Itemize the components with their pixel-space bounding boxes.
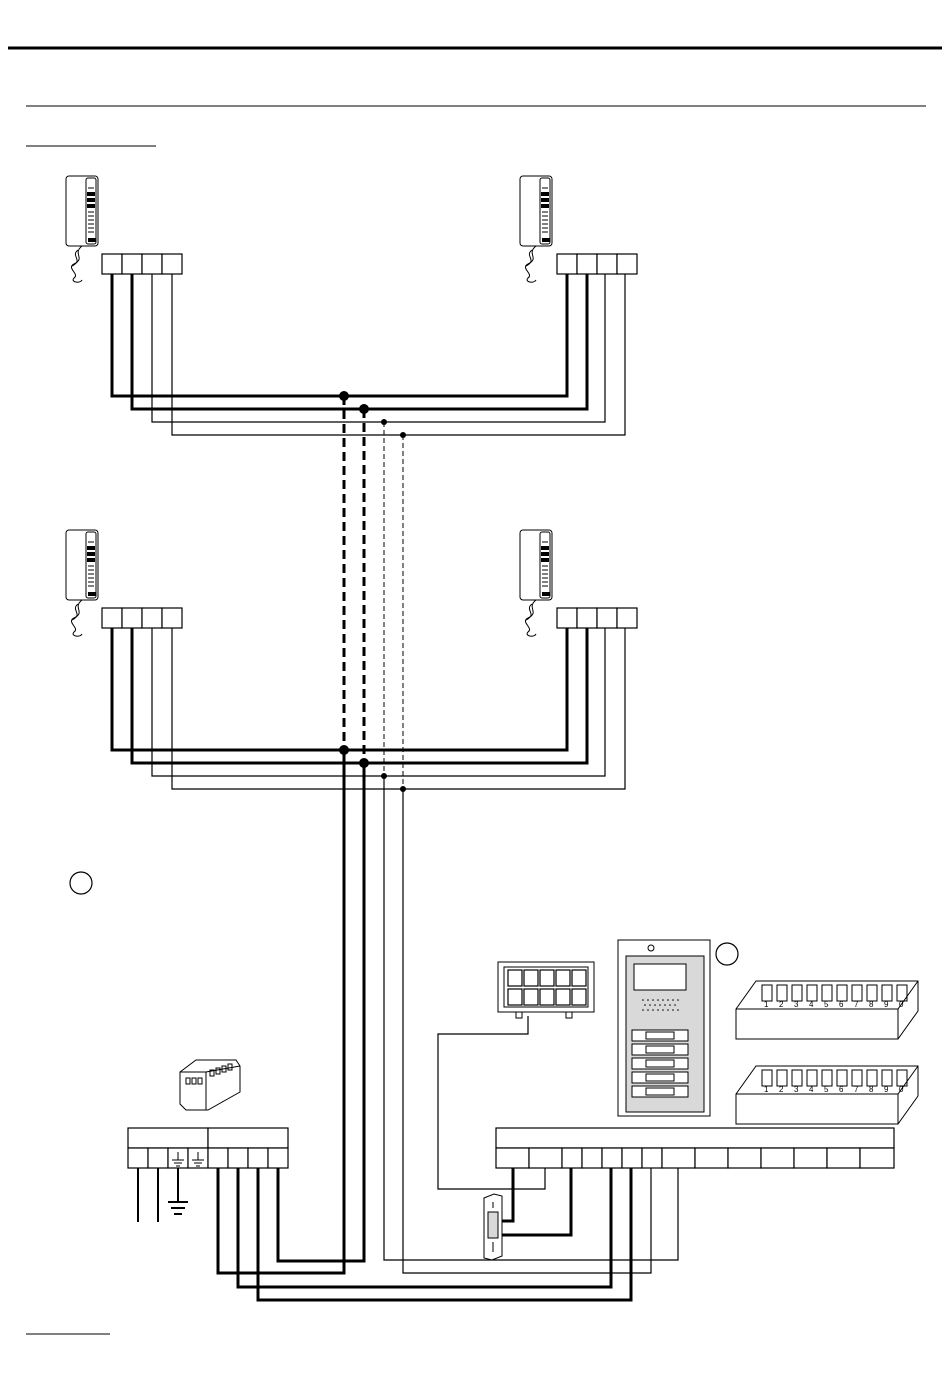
svg-text:9: 9 bbox=[884, 1000, 889, 1009]
svg-text:5: 5 bbox=[824, 1000, 829, 1009]
riser-dashed bbox=[344, 396, 403, 789]
door-panel-terminals bbox=[496, 1128, 894, 1168]
handset-icon bbox=[66, 530, 98, 636]
svg-text:6: 6 bbox=[839, 1000, 844, 1009]
monitor-bottom-left bbox=[66, 530, 182, 636]
mains-input bbox=[138, 1168, 188, 1222]
monitor-bottom-right bbox=[520, 530, 637, 636]
terminal-block bbox=[557, 608, 637, 628]
svg-text:3: 3 bbox=[794, 1085, 799, 1094]
svg-text:6: 6 bbox=[839, 1085, 844, 1094]
svg-text:8: 8 bbox=[869, 1000, 874, 1009]
svg-text:4: 4 bbox=[809, 1000, 814, 1009]
svg-text:2: 2 bbox=[779, 1000, 784, 1009]
svg-text:2: 2 bbox=[779, 1085, 784, 1094]
callout-right bbox=[716, 943, 738, 965]
svg-text:7: 7 bbox=[854, 1000, 859, 1009]
svg-text:0: 0 bbox=[899, 1000, 904, 1009]
junction-dots bbox=[339, 391, 406, 792]
power-supply-terminals bbox=[128, 1128, 288, 1168]
door-panel bbox=[618, 940, 710, 1116]
power-supply-icon bbox=[180, 1060, 240, 1110]
svg-text:8: 8 bbox=[869, 1085, 874, 1094]
terminal-block bbox=[102, 608, 182, 628]
svg-text:1: 1 bbox=[764, 1085, 769, 1094]
handset-icon bbox=[66, 176, 98, 282]
handset-icon bbox=[520, 530, 552, 636]
handset-icon bbox=[520, 176, 552, 282]
lock-release-icon bbox=[484, 1194, 502, 1260]
callout-left bbox=[70, 872, 92, 894]
svg-text:3: 3 bbox=[794, 1000, 799, 1009]
svg-text:9: 9 bbox=[884, 1085, 889, 1094]
svg-text:1: 1 bbox=[764, 1000, 769, 1009]
terminal-block bbox=[102, 254, 182, 274]
dip-switch-b: 1 2 3 4 5 6 7 8 9 0 bbox=[736, 1066, 918, 1124]
terminal-block bbox=[557, 254, 637, 274]
keypad-module bbox=[498, 962, 594, 1018]
riser-to-equipment bbox=[218, 750, 678, 1300]
svg-text:4: 4 bbox=[809, 1085, 814, 1094]
dip-switch-a: 1 2 3 4 5 6 7 8 9 0 bbox=[736, 981, 918, 1039]
svg-text:0: 0 bbox=[899, 1085, 904, 1094]
svg-text:7: 7 bbox=[854, 1085, 859, 1094]
panel-display bbox=[634, 964, 686, 990]
lock-wire-a bbox=[502, 1168, 513, 1221]
call-buttons bbox=[632, 1030, 688, 1097]
monitor-top-right bbox=[520, 176, 637, 282]
monitor-top-left bbox=[66, 176, 182, 282]
svg-text:5: 5 bbox=[824, 1085, 829, 1094]
